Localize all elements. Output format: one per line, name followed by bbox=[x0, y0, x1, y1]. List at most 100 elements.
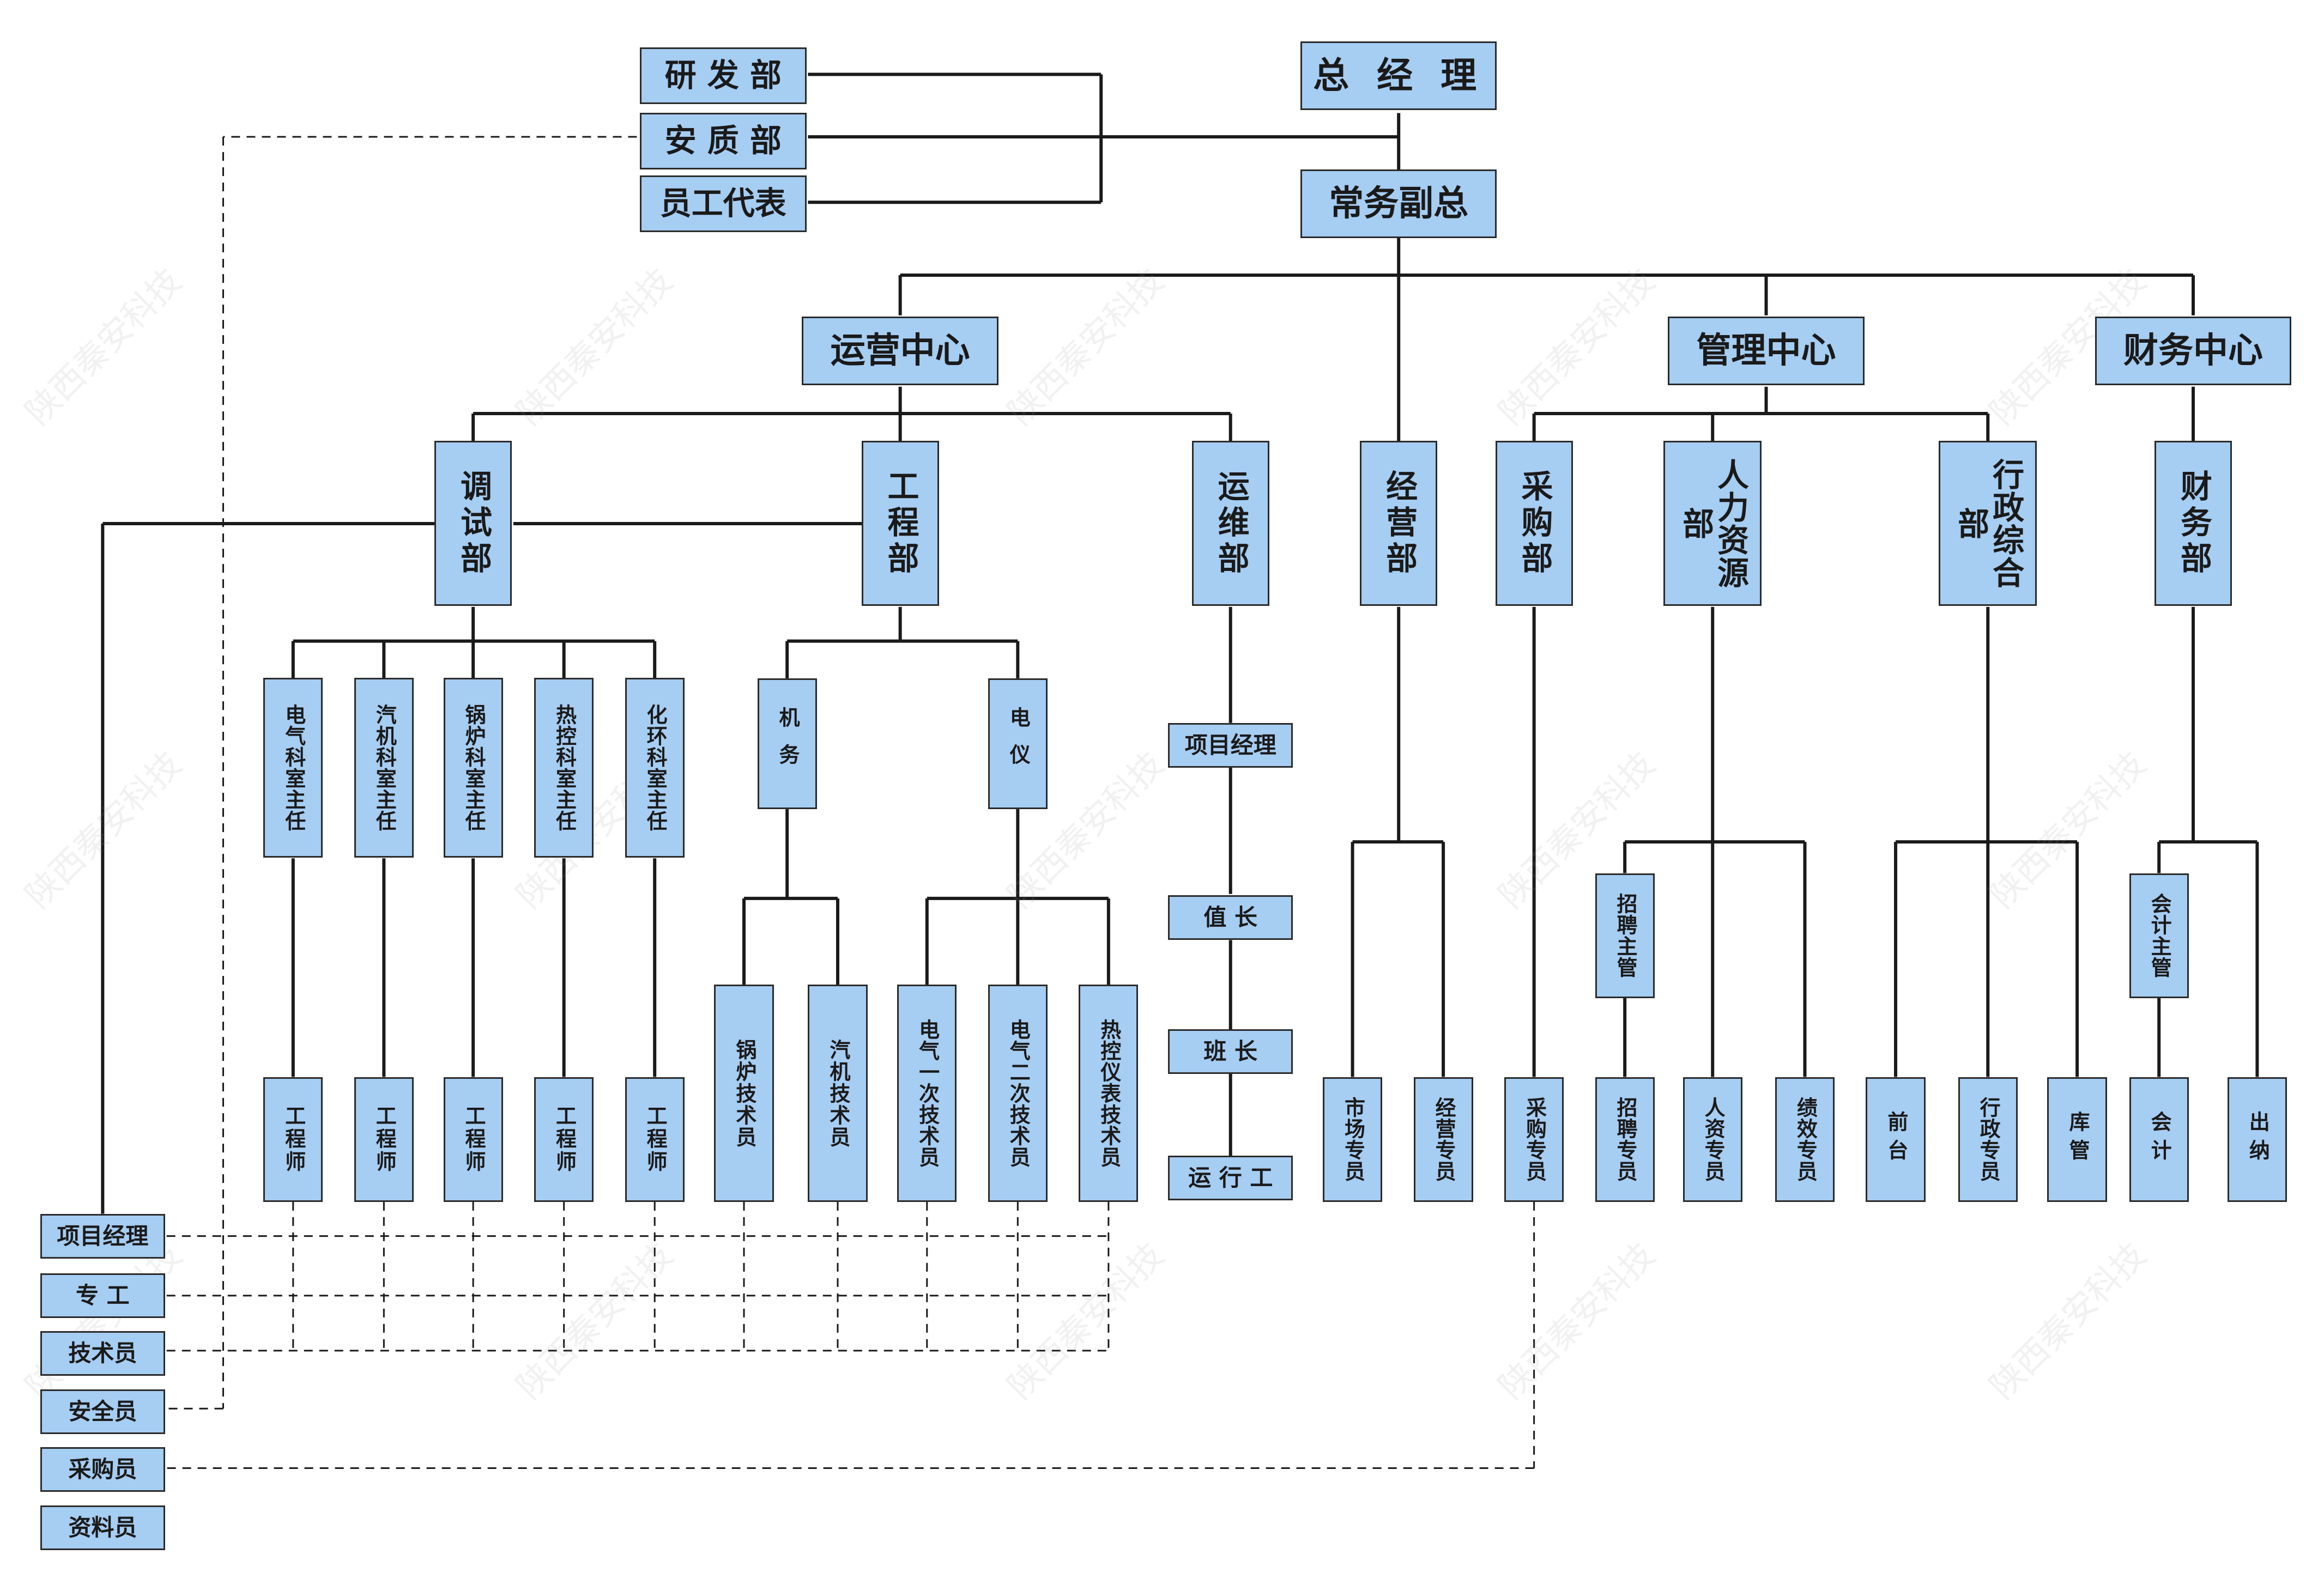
dept-jingying: 经营部 bbox=[1360, 441, 1438, 606]
section-head-0: 电气科室主任 bbox=[263, 677, 323, 858]
performance-specialist-label: 绩效专员 bbox=[1793, 1097, 1818, 1182]
purchasing-specialist: 采购专员 bbox=[1504, 1077, 1564, 1202]
dept-caigou: 采购部 bbox=[1495, 441, 1573, 606]
tech-elec-primary: 电气一次技术员 bbox=[897, 985, 957, 1202]
dept-jingying-label: 经营部 bbox=[1381, 469, 1418, 578]
accounting-manager: 会计主管 bbox=[2129, 873, 2189, 998]
tech-boiler-label: 锅炉技术员 bbox=[732, 1039, 756, 1148]
project-team-3-label: 安全员 bbox=[68, 1398, 137, 1425]
ceo-box-label: 总 经 理 bbox=[1313, 54, 1485, 96]
engineer-2: 工程师 bbox=[443, 1077, 503, 1202]
tech-elec-secondary-label: 电气二次技术员 bbox=[1006, 1019, 1031, 1168]
ops-team-leader-label: 班 长 bbox=[1203, 1038, 1258, 1065]
market-specialist-label: 市场专员 bbox=[1341, 1097, 1365, 1182]
engineer-0-label: 工程师 bbox=[281, 1105, 306, 1174]
project-team-1-label: 专 工 bbox=[76, 1282, 130, 1309]
dept-renli-label: 人力资源部 bbox=[1677, 458, 1749, 589]
ops-shift-supervisor: 值 长 bbox=[1168, 895, 1293, 940]
hr-specialist-label: 人资专员 bbox=[1701, 1097, 1726, 1182]
recruit-manager: 招聘主管 bbox=[1595, 873, 1655, 998]
recruit-specialist-label: 招聘专员 bbox=[1613, 1097, 1638, 1182]
ceo-box: 总 经 理 bbox=[1300, 41, 1497, 111]
section-head-4: 化环科室主任 bbox=[625, 677, 685, 858]
business-specialist: 经营专员 bbox=[1413, 1077, 1473, 1202]
project-team-1: 专 工 bbox=[40, 1273, 166, 1318]
ops-team-leader: 班 长 bbox=[1168, 1029, 1293, 1074]
dept-caiwu: 财务部 bbox=[2154, 441, 2232, 606]
engineer-3-label: 工程师 bbox=[552, 1105, 577, 1174]
staff-rep-box-label: 员工代表 bbox=[659, 185, 786, 222]
section-head-3-label: 热控科室主任 bbox=[552, 703, 577, 831]
reception-label: 前台 bbox=[1884, 1111, 1908, 1168]
engineer-0: 工程师 bbox=[263, 1077, 323, 1202]
mgmt-center-box: 管理中心 bbox=[1668, 317, 1865, 386]
project-team-0-label: 项目经理 bbox=[57, 1222, 149, 1249]
market-specialist: 市场专员 bbox=[1322, 1077, 1383, 1202]
project-team-3: 安全员 bbox=[40, 1389, 166, 1434]
dept-gongcheng: 工程部 bbox=[861, 441, 939, 606]
ops-center-box: 运营中心 bbox=[802, 317, 998, 386]
fin-center-box: 财务中心 bbox=[2095, 317, 2292, 386]
dept-gongcheng-label: 工程部 bbox=[882, 469, 919, 578]
project-team-4-label: 采购员 bbox=[68, 1456, 137, 1483]
warehouse-keeper-label: 库管 bbox=[2065, 1111, 2090, 1168]
ops-project-manager-label: 项目经理 bbox=[1184, 731, 1276, 758]
accountant: 会计 bbox=[2129, 1077, 2189, 1202]
engineer-1: 工程师 bbox=[354, 1077, 414, 1202]
tech-turbine: 汽机技术员 bbox=[808, 985, 868, 1202]
project-team-2-label: 技术员 bbox=[68, 1340, 137, 1367]
cashier: 出纳 bbox=[2227, 1077, 2287, 1202]
performance-specialist: 绩效专员 bbox=[1775, 1077, 1835, 1202]
warehouse-keeper: 库管 bbox=[2047, 1077, 2107, 1202]
rd-dept-box-label: 研 发 部 bbox=[664, 57, 782, 94]
group-jiwu-label: 机务 bbox=[776, 706, 800, 781]
engineer-2-label: 工程师 bbox=[462, 1105, 486, 1174]
purchasing-specialist-label: 采购专员 bbox=[1522, 1097, 1547, 1182]
ops-shift-supervisor-label: 值 长 bbox=[1203, 904, 1258, 931]
section-head-1-label: 汽机科室主任 bbox=[372, 703, 397, 831]
admin-specialist-label: 行政专员 bbox=[1976, 1097, 2001, 1182]
fin-center-box-label: 财务中心 bbox=[2123, 331, 2263, 372]
dept-caiwu-label: 财务部 bbox=[2175, 469, 2212, 578]
recruit-manager-label: 招聘主管 bbox=[1613, 893, 1638, 979]
section-head-1: 汽机科室主任 bbox=[354, 677, 414, 858]
dept-tiaoshi-label: 调试部 bbox=[455, 469, 493, 578]
engineer-4: 工程师 bbox=[625, 1077, 685, 1202]
dept-yunwei-label: 运维部 bbox=[1212, 469, 1250, 578]
rd-dept-box: 研 发 部 bbox=[639, 47, 807, 105]
group-jiwu: 机务 bbox=[757, 678, 817, 810]
project-team-5: 资料员 bbox=[40, 1505, 166, 1550]
tech-instrument-label: 热控仪表技术员 bbox=[1097, 1019, 1121, 1168]
tech-turbine-label: 汽机技术员 bbox=[826, 1039, 850, 1148]
engineer-1-label: 工程师 bbox=[372, 1105, 397, 1174]
ops-project-manager: 项目经理 bbox=[1168, 722, 1293, 768]
dept-tiaoshi: 调试部 bbox=[434, 441, 512, 606]
reception: 前台 bbox=[1866, 1077, 1926, 1202]
hr-specialist: 人资专员 bbox=[1683, 1077, 1742, 1202]
ops-operator: 运 行 工 bbox=[1168, 1156, 1293, 1201]
tech-elec-secondary: 电气二次技术员 bbox=[988, 985, 1048, 1202]
project-team-0: 项目经理 bbox=[40, 1213, 166, 1259]
section-head-3: 热控科室主任 bbox=[534, 677, 594, 858]
group-dianyi: 电仪 bbox=[988, 678, 1048, 810]
section-head-2-label: 锅炉科室主任 bbox=[462, 703, 486, 831]
admin-specialist: 行政专员 bbox=[1958, 1077, 2018, 1202]
section-head-2: 锅炉科室主任 bbox=[443, 677, 503, 858]
tech-boiler: 锅炉技术员 bbox=[714, 985, 774, 1202]
engineer-4-label: 工程师 bbox=[643, 1105, 668, 1174]
accountant-label: 会计 bbox=[2147, 1111, 2172, 1168]
dept-caigou-label: 采购部 bbox=[1516, 469, 1553, 578]
vp-box-label: 常务副总 bbox=[1329, 183, 1469, 224]
dept-xingzheng: 行政综合部 bbox=[1939, 441, 2037, 606]
ops-operator-label: 运 行 工 bbox=[1188, 1164, 1273, 1192]
project-team-2: 技术员 bbox=[40, 1331, 166, 1376]
cashier-label: 出纳 bbox=[2246, 1111, 2270, 1168]
qa-dept-box-label: 安 质 部 bbox=[664, 122, 782, 160]
section-head-4-label: 化环科室主任 bbox=[643, 703, 668, 831]
mgmt-center-box-label: 管理中心 bbox=[1696, 331, 1836, 372]
project-team-4: 采购员 bbox=[40, 1447, 166, 1492]
section-head-0-label: 电气科室主任 bbox=[281, 703, 306, 831]
group-dianyi-label: 电仪 bbox=[1006, 706, 1031, 781]
